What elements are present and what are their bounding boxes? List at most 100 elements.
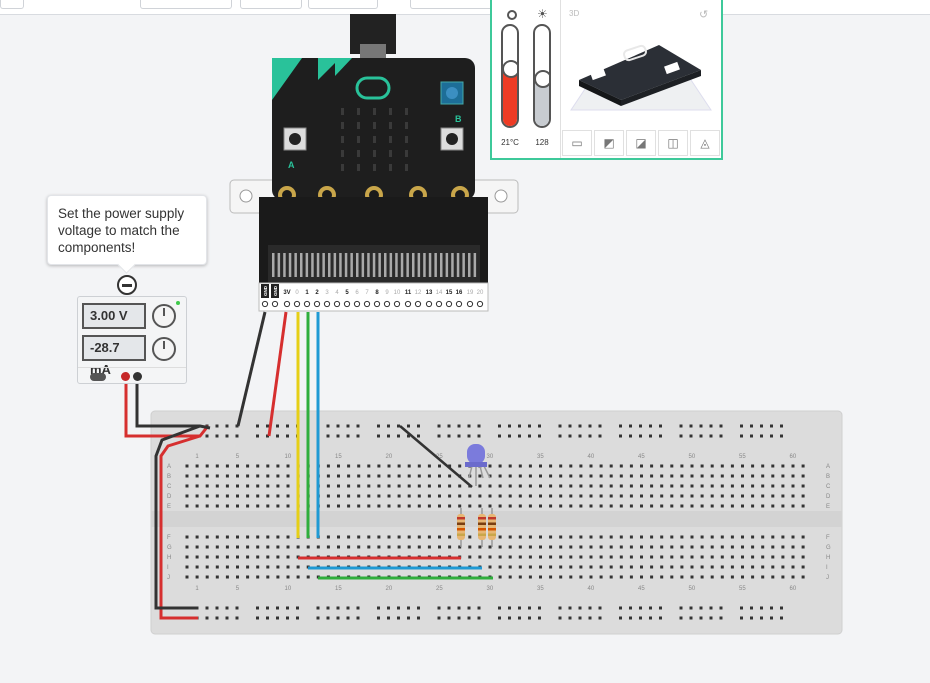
view-label-icon: 3D xyxy=(569,9,579,18)
tilt-back-icon[interactable]: ◬ xyxy=(690,130,720,156)
rgb-led[interactable] xyxy=(465,444,491,486)
row-label: H xyxy=(167,555,171,561)
row-label: A xyxy=(167,464,171,470)
column-label: 10 xyxy=(285,454,292,460)
row-label: E xyxy=(167,504,171,510)
row-label: I xyxy=(167,565,169,571)
edge-pin-label: 14 xyxy=(436,290,443,296)
row-label: G xyxy=(167,545,172,551)
wire-supply-red[interactable] xyxy=(124,378,210,438)
tilt-right-icon[interactable]: ◪ xyxy=(626,130,656,156)
toolbar-button[interactable] xyxy=(308,0,378,9)
edge-pin-hole[interactable] xyxy=(363,300,371,308)
edge-pin-hole[interactable] xyxy=(293,300,301,308)
wires[interactable] xyxy=(124,311,493,620)
edge-pin-hole[interactable] xyxy=(455,300,463,308)
column-label: 40 xyxy=(588,454,595,460)
edge-pin-hole[interactable] xyxy=(303,300,311,308)
tilt-left-icon[interactable]: ◩ xyxy=(594,130,624,156)
edge-pin-hole[interactable] xyxy=(393,300,401,308)
edge-pin-hole[interactable] xyxy=(353,300,361,308)
led-matrix xyxy=(341,108,408,171)
column-label: 55 xyxy=(739,586,746,592)
edge-pin-hole[interactable] xyxy=(383,300,391,308)
column-label: 35 xyxy=(537,454,544,460)
button-a-label: A xyxy=(288,160,295,170)
sun-icon: ☀ xyxy=(537,7,548,21)
edge-pin-hole[interactable] xyxy=(313,300,321,308)
column-label: 10 xyxy=(285,586,292,592)
power-supply[interactable]: 3.00 V -28.7 mA xyxy=(77,296,187,384)
edge-pin-hole[interactable] xyxy=(271,300,279,308)
row-label: D xyxy=(826,494,831,500)
resistor[interactable] xyxy=(457,508,465,547)
edge-pin-label: 20 xyxy=(477,290,484,296)
edge-pin-hole[interactable] xyxy=(261,300,269,308)
row-label: D xyxy=(167,494,172,500)
edge-pin-hole[interactable] xyxy=(323,300,331,308)
negative-terminal[interactable] xyxy=(133,372,142,381)
resistors[interactable] xyxy=(457,508,496,547)
wire-gnd[interactable] xyxy=(236,311,267,427)
wire-supply-black-rail[interactable] xyxy=(154,424,201,610)
column-label: 1 xyxy=(195,454,199,460)
sensor-panel: ☀ 21°C 128 3D ↺ ▭ ◩ ◪ ◫ ◬ xyxy=(490,0,723,160)
column-label: 30 xyxy=(487,586,494,592)
tilt-forward-icon[interactable]: ◫ xyxy=(658,130,688,156)
edge-pin-hole[interactable] xyxy=(466,300,474,308)
power-switch[interactable] xyxy=(90,373,106,381)
accelerometer-view[interactable]: 3D ↺ xyxy=(561,0,724,125)
column-label: 20 xyxy=(386,586,393,592)
edge-pin-hole[interactable] xyxy=(343,300,351,308)
edge-connector xyxy=(258,282,489,312)
tooltip-line-1: Set the power supply xyxy=(58,206,185,221)
column-label: 1 xyxy=(195,586,199,592)
edge-pin-label: 7 xyxy=(365,290,369,296)
column-label: 30 xyxy=(487,454,494,460)
edge-pin-hole[interactable] xyxy=(435,300,443,308)
edge-pin-hole[interactable] xyxy=(404,300,412,308)
column-label: 40 xyxy=(588,586,595,592)
edge-pin-hole[interactable] xyxy=(333,300,341,308)
column-label: 25 xyxy=(436,586,443,592)
wire-supply-red-rail[interactable] xyxy=(159,434,201,620)
resistor[interactable] xyxy=(488,508,496,547)
row-label: H xyxy=(826,555,830,561)
edge-pin-hole[interactable] xyxy=(373,300,381,308)
toolbar-button[interactable] xyxy=(240,0,302,9)
column-label: 60 xyxy=(790,586,797,592)
wire-3v[interactable] xyxy=(267,311,288,437)
column-label: 15 xyxy=(335,586,342,592)
tilt-flat-icon[interactable]: ▭ xyxy=(562,130,592,156)
breadboard[interactable]: 1155101015152020252530303535404045455050… xyxy=(150,410,843,635)
minus-icon[interactable] xyxy=(117,275,137,295)
edge-pin-hole[interactable] xyxy=(425,300,433,308)
light-value: 128 xyxy=(535,138,549,147)
row-label: G xyxy=(826,545,831,551)
voltage-knob[interactable] xyxy=(152,304,176,328)
temperature-slider[interactable] xyxy=(501,24,519,128)
wire-supply-black[interactable] xyxy=(135,378,211,430)
toolbar-button[interactable] xyxy=(0,0,24,9)
microbit-logo xyxy=(355,76,391,100)
edge-pin-label: GND xyxy=(273,285,278,296)
tooltip-line-3: components! xyxy=(58,240,136,255)
reset-view-icon[interactable]: ↺ xyxy=(699,9,708,21)
edge-pin-hole[interactable] xyxy=(476,300,484,308)
column-label: 45 xyxy=(638,586,645,592)
resistor[interactable] xyxy=(478,508,486,547)
light-slider[interactable] xyxy=(533,24,551,128)
column-label: 55 xyxy=(739,454,746,460)
edge-pin-label: 6 xyxy=(355,290,359,296)
wire-led-ground[interactable] xyxy=(399,425,473,488)
current-knob[interactable] xyxy=(152,337,176,361)
current-display: -28.7 mA xyxy=(82,335,146,377)
edge-pin-hole[interactable] xyxy=(445,300,453,308)
edge-pin-hole[interactable] xyxy=(414,300,422,308)
toolbar-dropdown-button[interactable] xyxy=(140,0,232,9)
edge-pin-label: 1 xyxy=(305,290,309,296)
positive-terminal[interactable] xyxy=(121,372,130,381)
edge-pin-hole[interactable] xyxy=(283,300,291,308)
